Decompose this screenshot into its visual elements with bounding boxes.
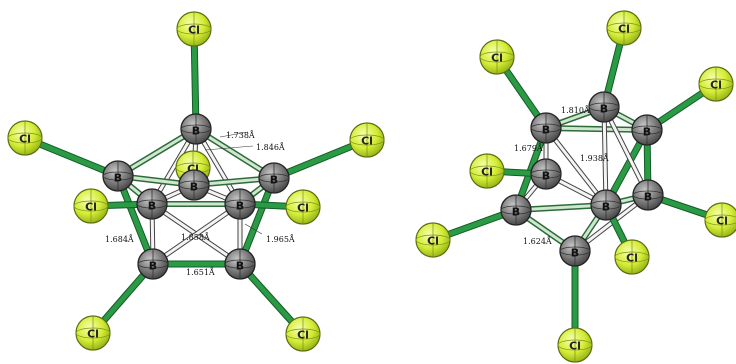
chlorine-atom-label: Cl: [85, 201, 97, 214]
boron-atom-label: B: [270, 174, 278, 187]
cage-bond-core: [602, 105, 608, 207]
chlorine-atom-label: Cl: [626, 252, 638, 265]
chlorine-atom-label: Cl: [19, 133, 31, 146]
boron-atom-label: B: [542, 124, 550, 137]
chlorine-atom-label: Cl: [618, 23, 630, 36]
boron-atom-label: B: [602, 201, 610, 214]
boron-atom-label: B: [114, 172, 122, 185]
boron-atom-label: B: [192, 125, 200, 138]
boron-atom-label: B: [512, 206, 520, 219]
left-distance-label: 1.738Å: [226, 131, 255, 140]
boron-atom-label: B: [149, 260, 157, 273]
boron-atom-label: B: [190, 181, 198, 194]
cage-bond-core: [115, 173, 156, 267]
left-distance-label: 1.651Å: [186, 268, 215, 277]
cage-bond-core: [151, 202, 242, 266]
chlorine-atom-label: Cl: [481, 166, 493, 179]
left-distance-label: 1.684Å: [105, 235, 134, 244]
right-distance-labels: 1.810Å 1.679Å 1.938Å 1.624Å: [514, 106, 609, 246]
chlorine-atom-label: Cl: [361, 135, 373, 148]
cage-bond-core: [544, 126, 608, 207]
boron-atom-label: B: [600, 103, 608, 116]
chlorine-atom-label: Cl: [297, 202, 309, 215]
left-distance-label: 1.965Å: [266, 235, 295, 244]
right-distance-label: 1.679Å: [514, 144, 543, 153]
left-distance-label: 1.858Å: [181, 233, 210, 242]
chlorine-atom-label: Cl: [297, 329, 309, 342]
boron-atom-label: B: [644, 191, 652, 204]
left-distance-labels: 1.738Å 1.846Å 1.684Å 1.858Å 1.965Å 1.651…: [105, 131, 295, 277]
chlorine-atom-label: Cl: [427, 235, 439, 248]
chlorine-atom-label: Cl: [188, 24, 200, 37]
right-distance-label: 1.938Å: [580, 154, 609, 163]
right-distance-label: 1.624Å: [523, 237, 552, 246]
chlorine-atom-label: Cl: [491, 52, 503, 65]
chlorine-atom-label: Cl: [187, 163, 199, 176]
chlorine-atom-label: Cl: [710, 79, 722, 92]
cage-bond-core: [544, 126, 649, 132]
boron-atom-label: B: [236, 200, 244, 213]
left-distance-label: 1.846Å: [256, 143, 285, 152]
boron-atom-label: B: [236, 260, 244, 273]
chlorine-atom-label: Cl: [716, 215, 728, 228]
right-distance-label: 1.810Å: [561, 106, 590, 115]
chlorine-atom-label: Cl: [87, 328, 99, 341]
chlorine-atom-label: Cl: [569, 340, 581, 353]
boron-atom-label: B: [542, 170, 550, 183]
boron-atom-label: B: [571, 247, 579, 260]
boron-atom-label: B: [643, 126, 651, 139]
boron-atom-label: B: [148, 200, 156, 213]
cage-bond-core: [602, 105, 650, 197]
right-chlorine-bonds: [429, 24, 726, 349]
